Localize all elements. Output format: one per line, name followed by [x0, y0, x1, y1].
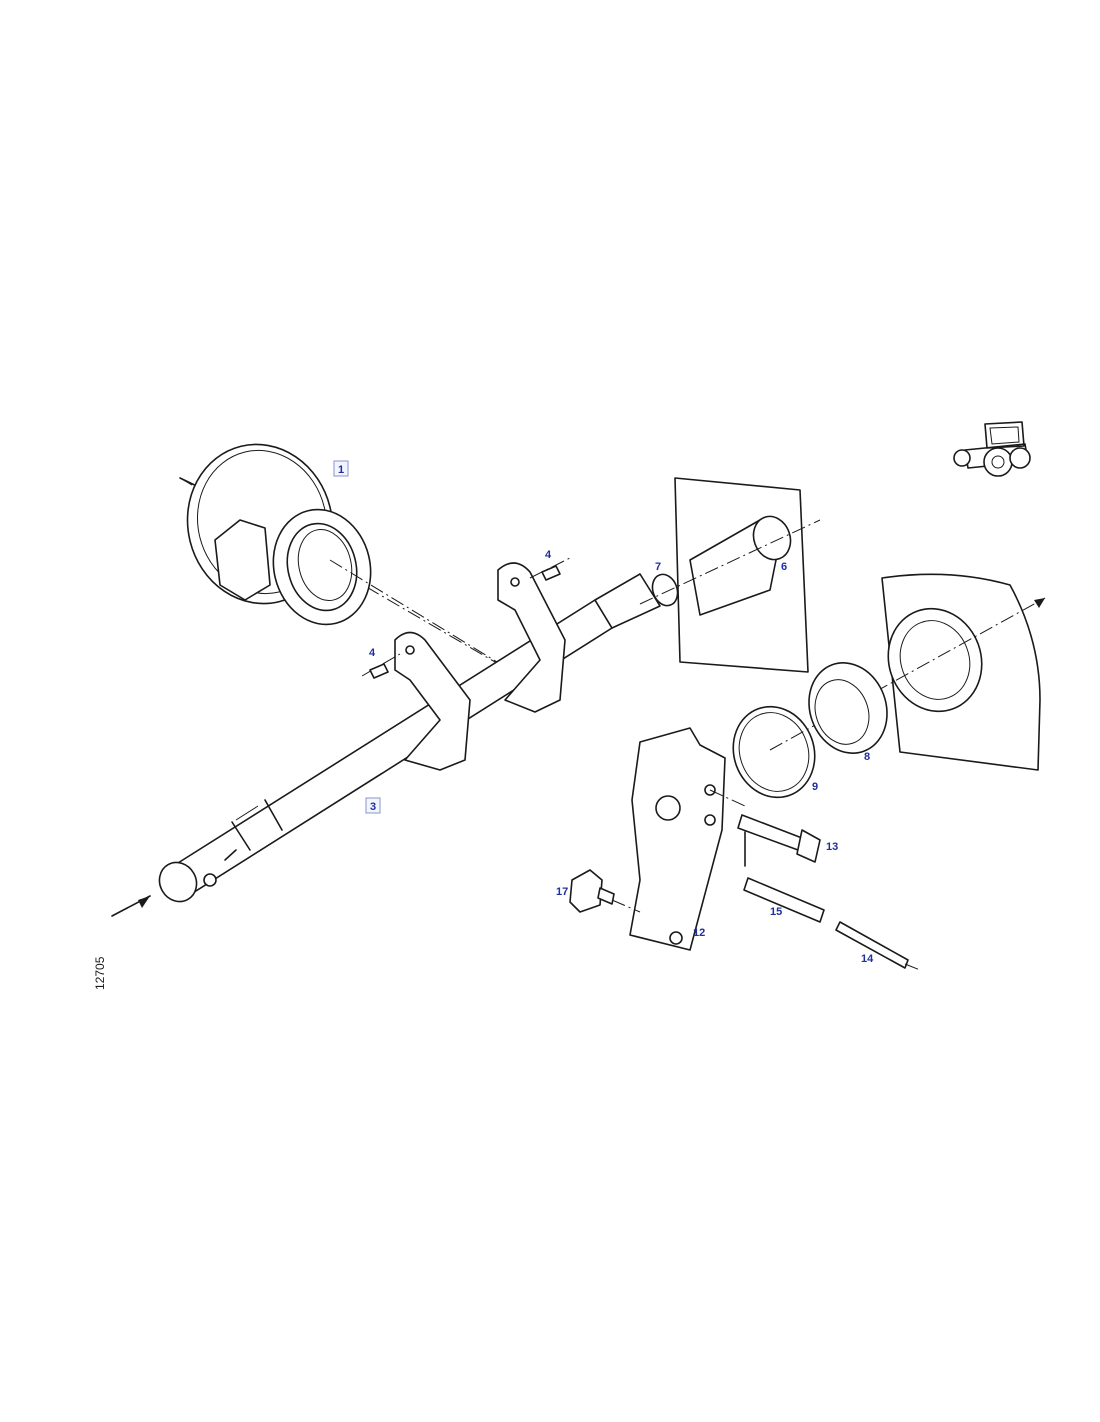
input-arrow-head — [138, 896, 150, 908]
callout-4-upper: 4 — [545, 549, 552, 561]
callout-8: 8 — [864, 751, 870, 763]
clutch-lever — [629, 727, 726, 951]
ball-bearing — [808, 662, 888, 754]
pin-long — [835, 921, 921, 971]
svg-text:1: 1 — [338, 464, 344, 476]
bolt — [709, 789, 821, 863]
housing-left — [639, 477, 821, 673]
callout-14: 14 — [861, 953, 874, 965]
callout-17: 17 — [556, 886, 568, 898]
callout-7: 7 — [655, 561, 661, 573]
circlip — [732, 705, 816, 799]
callout-12: 12 — [693, 927, 705, 939]
release-fork-right — [497, 562, 566, 713]
adjusting-screw — [569, 869, 641, 913]
roll-pin — [743, 831, 825, 923]
callout-13: 13 — [826, 841, 838, 853]
callout-4-lower: 4 — [369, 647, 376, 659]
pin-lower — [361, 653, 401, 679]
release-bearing — [179, 443, 521, 677]
figure-reference-number: 12705 — [93, 956, 107, 990]
callout-3: 3 — [365, 797, 381, 814]
pin-upper — [529, 557, 571, 581]
release-shaft — [158, 573, 661, 903]
tractor-icon — [953, 421, 1031, 477]
callout-6: 6 — [781, 561, 787, 573]
release-fork-left — [394, 631, 471, 771]
svg-text:3: 3 — [370, 801, 376, 813]
housing-right — [769, 573, 1046, 771]
callout-15: 15 — [770, 906, 782, 918]
callout-9: 9 — [812, 781, 818, 793]
callout-1: 1 — [333, 460, 349, 477]
